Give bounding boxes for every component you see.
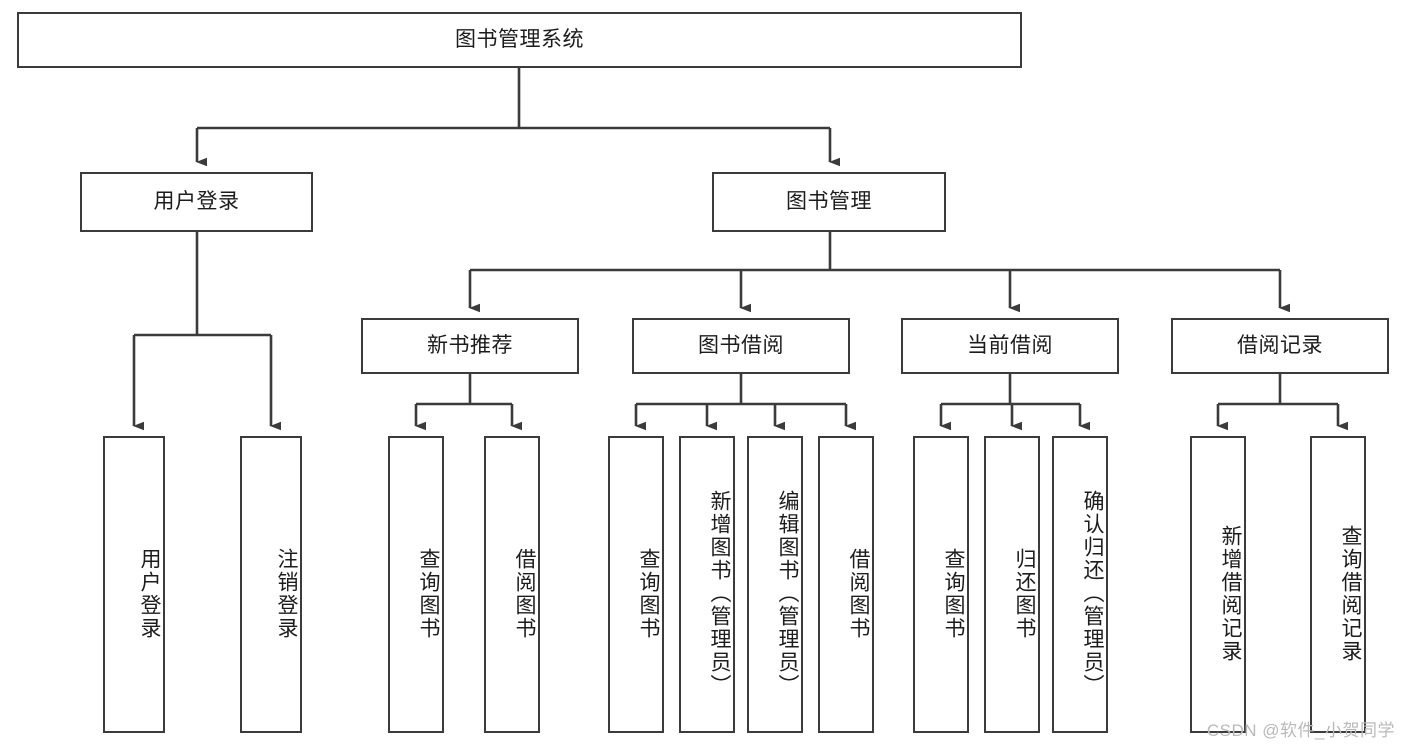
node-current-borrow[interactable]: 当前借阅 xyxy=(901,318,1119,374)
node-current-borrow-label: 当前借阅 xyxy=(967,333,1053,357)
node-leaf-query-book-rec-label: 查询图书 xyxy=(417,547,440,640)
node-user-login[interactable]: 用户登录 xyxy=(80,172,313,232)
node-new-book-recommend-label: 新书推荐 xyxy=(427,333,513,357)
node-leaf-query-book-borrow[interactable]: 查询图书 xyxy=(608,436,664,733)
node-leaf-query-book-current[interactable]: 查询图书 xyxy=(913,436,969,733)
node-new-book-recommend[interactable]: 新书推荐 xyxy=(361,318,579,374)
node-leaf-borrow-book[interactable]: 借阅图书 xyxy=(818,436,874,733)
csdn-watermark: CSDN @软件_小贺同学 xyxy=(1206,721,1395,740)
node-leaf-user-login-label: 用户登录 xyxy=(138,547,161,640)
node-leaf-confirm-return-admin-label: 确认归还（管理员） xyxy=(1081,490,1104,697)
node-user-login-label: 用户登录 xyxy=(153,189,240,213)
node-leaf-add-book-admin-label: 新增图书（管理员） xyxy=(708,490,731,697)
node-leaf-add-borrow-record-label: 新增借阅记录 xyxy=(1219,524,1242,663)
node-leaf-return-book[interactable]: 归还图书 xyxy=(984,436,1040,733)
node-leaf-borrow-book-label: 借阅图书 xyxy=(847,547,870,640)
node-leaf-edit-book-admin[interactable]: 编辑图书（管理员） xyxy=(747,436,803,733)
node-leaf-return-book-label: 归还图书 xyxy=(1013,547,1036,640)
node-root-label: 图书管理系统 xyxy=(455,27,584,51)
node-book-borrow-label: 图书借阅 xyxy=(698,333,784,357)
node-leaf-query-borrow-record[interactable]: 查询借阅记录 xyxy=(1310,436,1366,733)
node-book-borrow[interactable]: 图书借阅 xyxy=(632,318,850,374)
node-leaf-add-book-admin[interactable]: 新增图书（管理员） xyxy=(679,436,735,733)
node-leaf-edit-book-admin-label: 编辑图书（管理员） xyxy=(776,490,799,697)
node-leaf-user-login[interactable]: 用户登录 xyxy=(103,436,165,733)
node-leaf-logout-label: 注销登录 xyxy=(275,547,298,640)
node-leaf-query-borrow-record-label: 查询借阅记录 xyxy=(1339,524,1362,663)
node-book-management[interactable]: 图书管理 xyxy=(712,172,946,232)
node-leaf-query-book-rec[interactable]: 查询图书 xyxy=(388,436,444,733)
node-leaf-add-borrow-record[interactable]: 新增借阅记录 xyxy=(1190,436,1246,733)
node-book-management-label: 图书管理 xyxy=(786,189,872,213)
node-leaf-borrow-book-rec[interactable]: 借阅图书 xyxy=(484,436,540,733)
node-leaf-confirm-return-admin[interactable]: 确认归还（管理员） xyxy=(1052,436,1108,733)
node-leaf-query-book-borrow-label: 查询图书 xyxy=(637,547,660,640)
node-root[interactable]: 图书管理系统 xyxy=(17,12,1022,68)
node-borrow-records[interactable]: 借阅记录 xyxy=(1171,318,1389,374)
node-leaf-query-book-current-label: 查询图书 xyxy=(942,547,965,640)
node-borrow-records-label: 借阅记录 xyxy=(1237,333,1323,357)
node-leaf-borrow-book-rec-label: 借阅图书 xyxy=(513,547,536,640)
node-leaf-logout[interactable]: 注销登录 xyxy=(240,436,302,733)
